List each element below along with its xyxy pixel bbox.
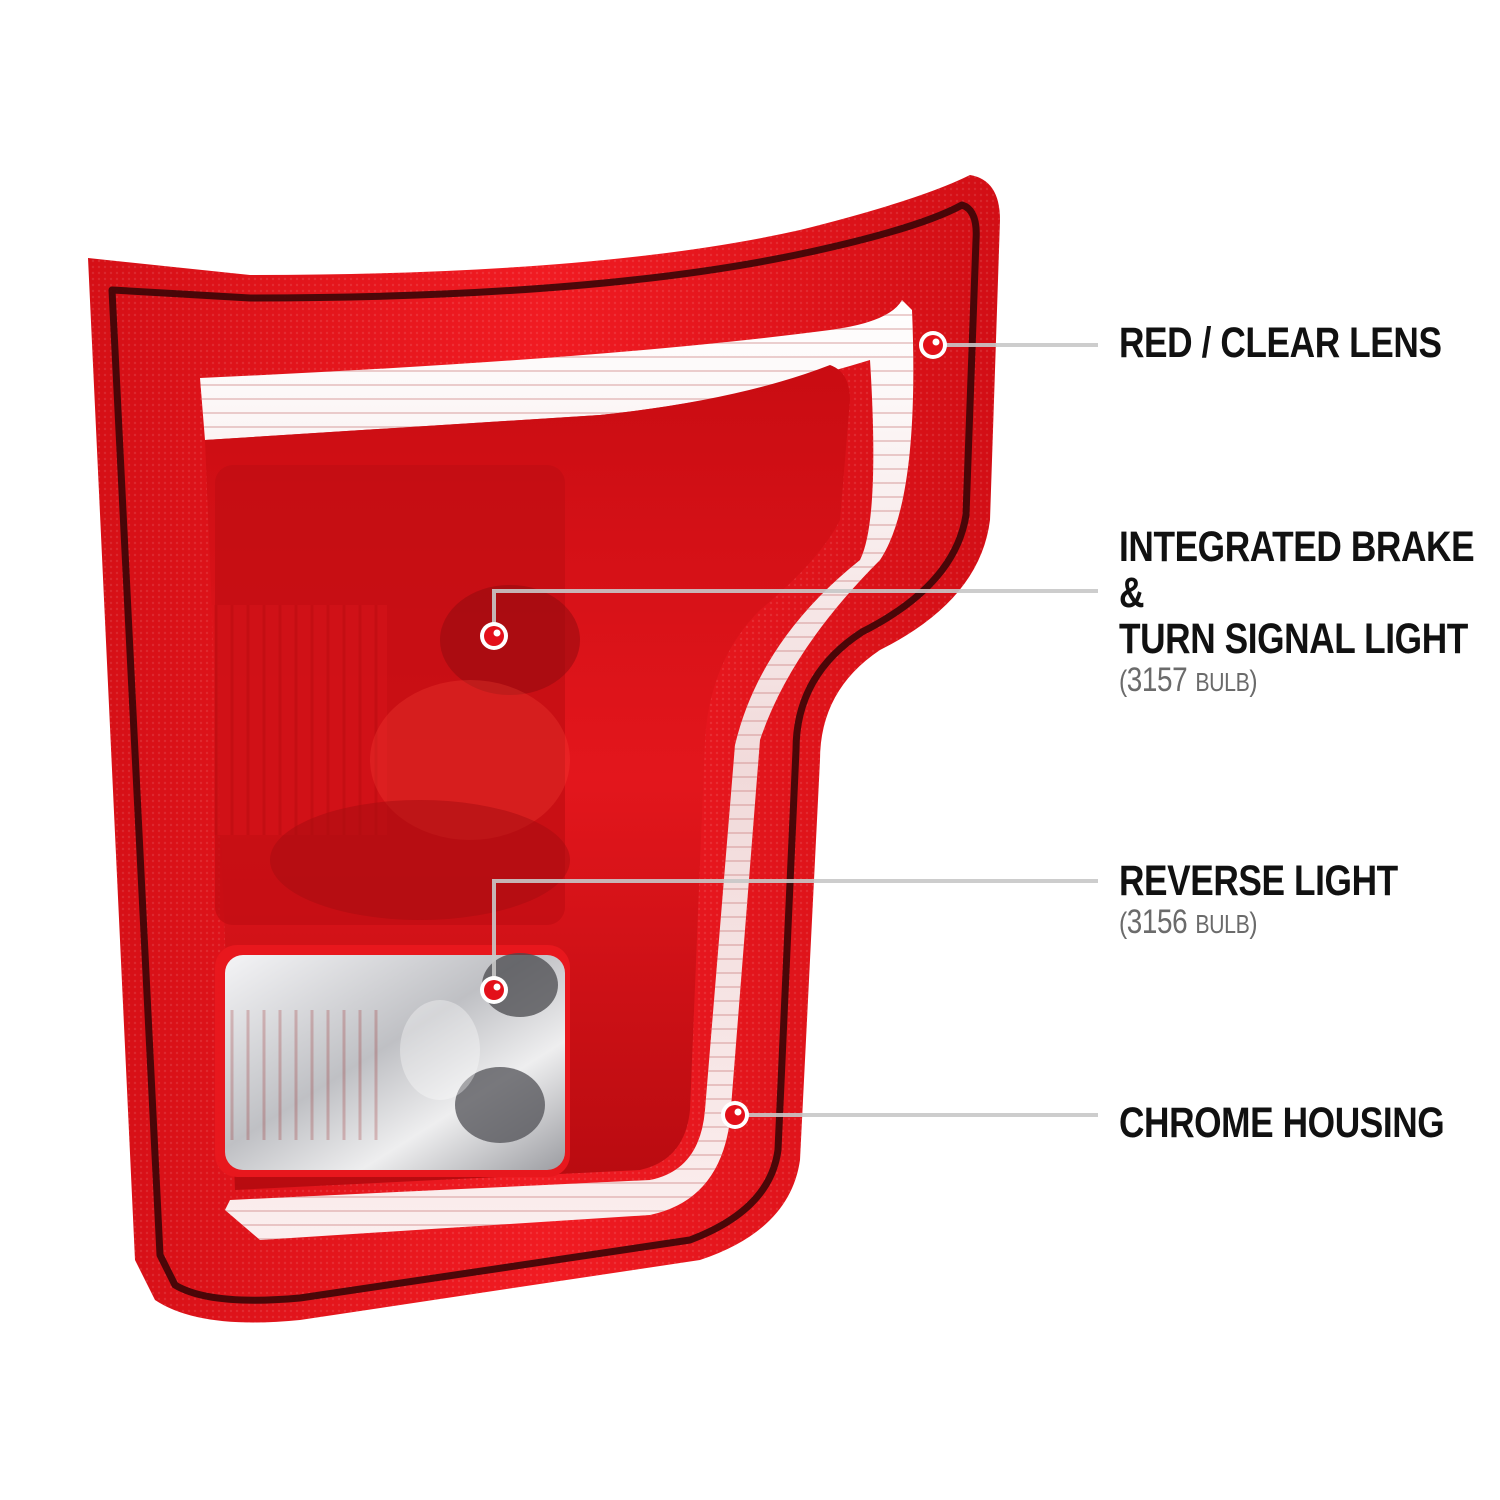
label-chrome-housing: CHROME HOUSING — [1119, 1099, 1445, 1147]
callout-lines — [492, 343, 1098, 1117]
bulb-unit: BULB — [1195, 909, 1250, 939]
seal-gasket — [108, 201, 980, 1304]
label-red-clear-lens: RED / CLEAR LENS — [1119, 320, 1442, 366]
label-brake-turn-signal: INTEGRATED BRAKE & TURN SIGNAL LIGHT (31… — [1119, 523, 1475, 700]
label-title-line-3: TURN SIGNAL LIGHT — [1119, 615, 1468, 663]
label-title: RED / CLEAR LENS — [1119, 319, 1442, 367]
bulb-number: 3157 — [1126, 661, 1188, 699]
callout-dot-brake-turn-signal[interactable] — [480, 622, 508, 650]
label-title-line-1: INTEGRATED BRAKE — [1119, 523, 1475, 571]
label-title-line-2: & — [1119, 569, 1145, 617]
label-title: REVERSE LIGHT — [1119, 857, 1398, 905]
callout-dot-red-clear-lens[interactable] — [919, 331, 947, 359]
callout-dot-reverse-light[interactable] — [480, 976, 508, 1004]
bulb-unit: BULB — [1195, 667, 1250, 697]
callout-dot-chrome-housing[interactable] — [721, 1101, 749, 1129]
bulb-number: 3156 — [1126, 903, 1188, 941]
label-title: CHROME HOUSING — [1119, 1099, 1445, 1147]
